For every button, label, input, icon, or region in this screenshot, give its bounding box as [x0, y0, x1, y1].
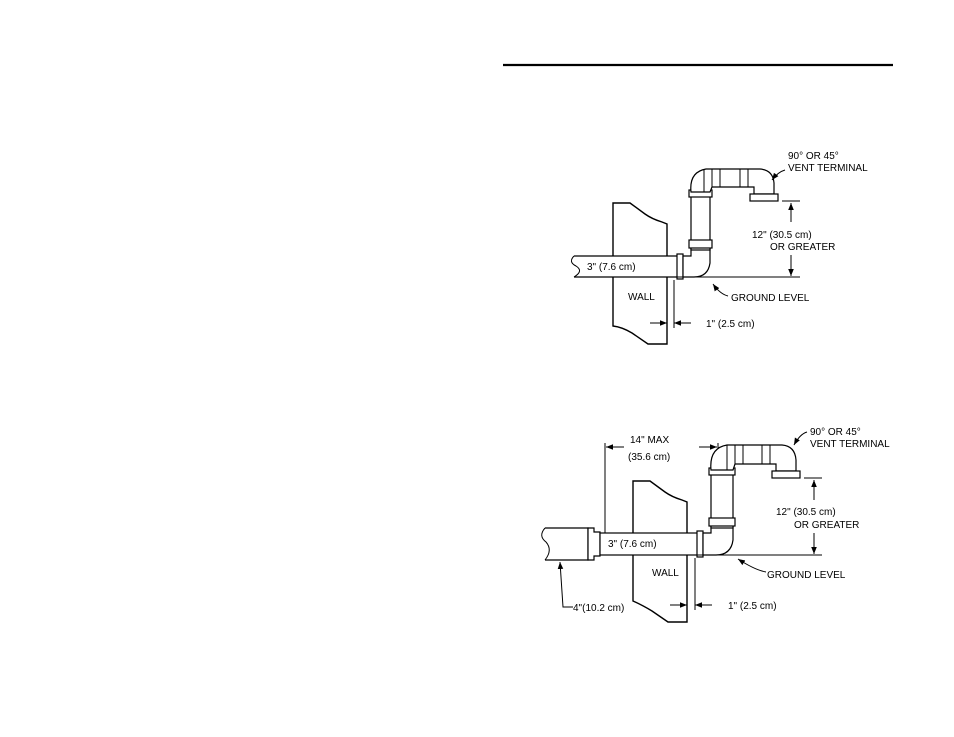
vent-terminal-elbow [691, 169, 774, 194]
ground-level-label: GROUND LEVEL [731, 293, 810, 304]
wall-label: WALL [652, 568, 679, 579]
terminal-label: 90° OR 45° [788, 151, 839, 162]
height-label: 12" (30.5 cm) [776, 507, 836, 518]
terminal-label: VENT TERMINAL [788, 163, 868, 174]
riser-coupling [689, 240, 712, 248]
vent-terminal-outlet [772, 471, 800, 478]
coupling [697, 531, 703, 557]
height-label: OR GREATER [770, 242, 835, 253]
vent-terminal-outlet [750, 194, 778, 201]
diagram-bottom: 14" MAX (35.6 cm) 90° OR 45° VENT TERMIN… [542, 427, 890, 622]
reducer [588, 528, 600, 560]
gap-label: 1" (2.5 cm) [728, 601, 777, 612]
terminal-label: 90° OR 45° [810, 427, 861, 438]
pipe-size-label: 3" (7.6 cm) [608, 539, 657, 550]
reducer-pipe [545, 528, 588, 560]
height-label: OR GREATER [794, 520, 859, 531]
height-label: 12" (30.5 cm) [752, 230, 812, 241]
elbow [703, 524, 733, 555]
diagram-top: 90° OR 45° VENT TERMINAL 12" (30.5 cm) O… [571, 151, 868, 344]
coupling [677, 254, 683, 279]
max-length-label: 14" MAX [630, 435, 669, 446]
gap-label: 1" (2.5 cm) [706, 319, 755, 330]
riser-coupling [709, 518, 735, 526]
ground-level-label: GROUND LEVEL [767, 570, 846, 581]
max-length-label: (35.6 cm) [628, 452, 670, 463]
vent-terminal-elbow [711, 445, 796, 471]
reducer-size-label: 4"(10.2 cm) [573, 603, 624, 614]
terminal-label: VENT TERMINAL [810, 439, 890, 450]
elbow [683, 246, 710, 277]
wall-label: WALL [628, 292, 655, 303]
pipe-size-label: 3" (7.6 cm) [587, 262, 636, 273]
